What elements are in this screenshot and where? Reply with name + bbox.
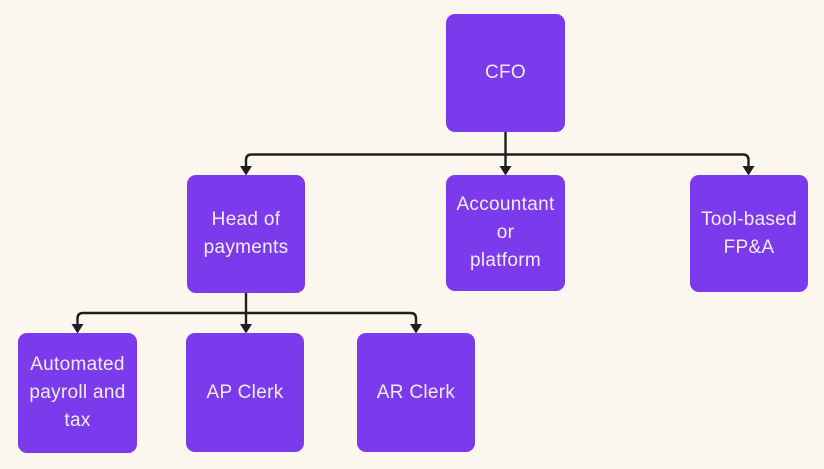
- node-accountant-or-platform: Accountant or platform: [446, 175, 565, 291]
- node-accountant-or-platform-label: Accountant or platform: [456, 194, 555, 271]
- edges-from-cfo: [240, 131, 755, 176]
- arrowhead: [742, 166, 755, 176]
- arrowhead: [499, 166, 512, 176]
- arrowhead: [71, 324, 84, 334]
- node-automated-payroll-and-tax: Automated payroll and tax: [18, 333, 137, 453]
- arrowhead: [240, 166, 252, 176]
- node-cfo: CFO: [446, 14, 565, 132]
- arrowhead: [410, 324, 422, 334]
- edge-cfo-rail: [244, 153, 750, 167]
- node-ap-clerk-label: AP Clerk: [206, 381, 284, 403]
- node-ap-clerk: AP Clerk: [186, 333, 304, 452]
- node-tool-based-fpa-label: Tool-based FP&A: [701, 208, 797, 258]
- node-ar-clerk-label: AR Clerk: [376, 381, 456, 403]
- arrowhead: [240, 324, 252, 334]
- edge-head-rail: [76, 311, 418, 325]
- node-cfo-label: CFO: [484, 62, 526, 83]
- node-head-of-payments-label: Head of payments: [203, 209, 289, 258]
- edges-from-head-of-payments: [71, 293, 422, 334]
- node-automated-payroll-and-tax-label: Automated payroll and tax: [29, 354, 126, 431]
- node-tool-based-fpa: Tool-based FP&A: [690, 175, 808, 292]
- node-ar-clerk: AR Clerk: [357, 333, 475, 452]
- node-head-of-payments: Head of payments: [187, 175, 305, 293]
